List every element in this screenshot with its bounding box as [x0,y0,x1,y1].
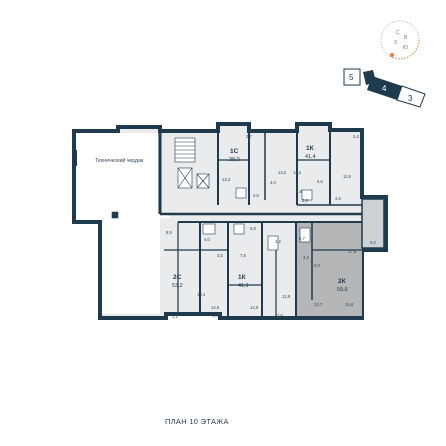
room-area: 3,5 [217,253,223,258]
compass-south: Ю [403,45,408,51]
compass-east: В [404,35,408,41]
room-area: 5,6 [317,179,323,184]
apartment-code: 1К [238,274,246,281]
room-area: 13,2 [278,170,287,175]
bathtub-icon [301,189,313,201]
apartment-code: 1К [306,145,314,152]
room-area: 14,8 [211,305,220,310]
section-3-label: 3 [408,94,413,103]
bathtub-icon [299,227,311,243]
compass: С В Ю З [380,20,420,60]
room-area: 3,4 [353,134,359,139]
room-area: 8,5 [166,230,172,235]
section-5[interactable] [343,68,361,86]
compass-west: З [394,40,397,46]
wall-segment [72,150,77,166]
room-area: 17,5 [348,249,357,254]
apartment-area: 53,2 [172,283,183,289]
room-area: 6,2 [370,240,376,245]
room-area: 14,9 [250,305,259,310]
room-area: 7,8 [240,253,246,258]
apartment-area: 38,0 [229,157,240,163]
apartment-2c[interactable]: 2С 53,2 [172,274,183,289]
room-area: 2,6 [213,313,219,318]
apartment-code: 2К [338,278,346,285]
apartment-1c[interactable]: 1С 38,0 [229,148,240,163]
room-area: 12,7 [314,302,323,307]
room-area: 12,2 [293,170,302,175]
apartment-code: 2С [173,274,182,281]
room-area: 3,0 [314,263,320,268]
room-area: 4,2 [275,239,281,244]
room-area: 10,1 [197,292,206,297]
room-area: 1,1 [172,314,178,319]
technical-attic [76,133,170,314]
section-3[interactable] [396,85,426,108]
apartment-2k[interactable]: 2К 59,6 [337,278,348,293]
stairwell [174,137,210,189]
room-area: 6,8 [250,226,256,231]
sun-icon [390,53,394,57]
bathrooms [111,187,313,251]
room-area: 4,0 [270,180,276,185]
apartment-area: 41,4 [305,154,316,160]
section-4[interactable] [367,76,402,100]
section-4-label: 4 [382,84,387,93]
room-area: 4,2 [303,255,309,260]
room-areas: 3,7 3,4 13,3 2,6 13,2 12,2 5,6 11,9 4,0 … [166,134,376,319]
interior-walls [158,131,362,316]
room-area: 11,9 [343,174,352,179]
room-area: 4,0 [204,237,210,242]
bathtub-icon [202,223,216,235]
room-area: 4,5 [335,196,341,201]
apartment-area: 41,1 [238,283,249,289]
room-area: 2,6 [253,193,259,198]
room-area: 12,9 [282,294,291,299]
section-selector: 5 4 3 [343,68,426,108]
room-area: 3,9 [302,198,308,203]
compass-north: С [396,30,400,36]
section-5-label: 5 [349,73,354,82]
room-area: 3,8 [296,189,302,194]
apartment-1k-top[interactable]: 1К 41,4 [305,145,316,160]
room-area: 2,6 [277,313,283,318]
room-area: 3,7 [246,134,252,139]
column [111,211,119,219]
building [72,122,388,320]
room-area: 5,7 [299,236,305,241]
attic-label: Технический чердак [95,157,144,164]
floor-title: ПЛАН 10 ЭТАЖА [165,417,229,426]
apartment-code: 1С [230,148,239,155]
room-area: 15,8 [345,302,354,307]
balcony [361,198,385,249]
bathtub-icon [235,187,247,199]
apartment-area: 59,6 [337,287,348,293]
room-area: 13,3 [222,177,231,182]
bathtub-icon [267,235,279,251]
apartment-1k-bottom[interactable]: 1К 41,1 [238,274,249,289]
bathtub-icon [233,223,245,235]
